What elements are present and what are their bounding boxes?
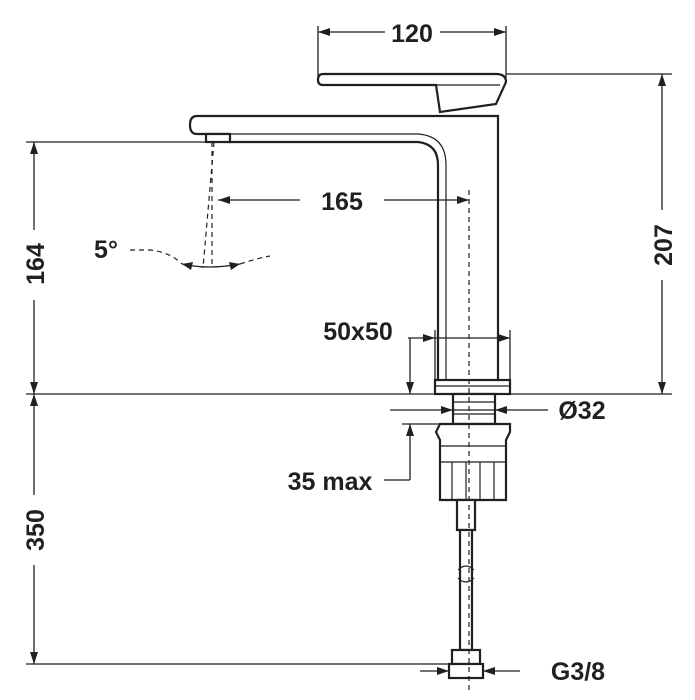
- dim-base-size: 50x50: [323, 318, 511, 380]
- dim-spout-reach: 165: [218, 188, 469, 216]
- handle-lever: [316, 72, 508, 114]
- dim-handle-width: 120: [317, 20, 507, 78]
- label-50x50: 50x50: [323, 318, 393, 346]
- aerator: [204, 132, 232, 144]
- label-350: 350: [22, 509, 50, 551]
- dim-spout-angle: 5°: [94, 141, 271, 270]
- label-35-max: 35 max: [288, 468, 373, 496]
- dim-hole-diameter: Ø32: [390, 397, 606, 425]
- dim-max-thickness: 35 max: [288, 338, 440, 496]
- faucet-base: [433, 378, 512, 396]
- hose-break: [457, 565, 475, 583]
- dim-hose-length: 350: [22, 393, 449, 665]
- label-207: 207: [650, 224, 678, 266]
- label-5-degrees: 5°: [94, 236, 118, 264]
- faucet-body: [188, 72, 512, 690]
- dim-spout-height: 164: [22, 141, 206, 394]
- hose-fitting: [450, 648, 482, 666]
- label-165: 165: [321, 188, 363, 216]
- label-g3-8: G3/8: [551, 658, 605, 686]
- flexible-hose: [458, 528, 474, 652]
- label-164: 164: [22, 243, 50, 285]
- spout-inner-line: [219, 133, 447, 386]
- hose-fitting-nut: [447, 662, 485, 680]
- dim-connection: G3/8: [420, 658, 605, 686]
- faucet-spout-outline: [188, 114, 500, 388]
- label-diameter-32: Ø32: [558, 397, 605, 425]
- dim-total-height: 207: [506, 73, 678, 395]
- threaded-rod: [455, 498, 477, 532]
- label-120: 120: [391, 20, 433, 48]
- threaded-shank: [451, 392, 497, 426]
